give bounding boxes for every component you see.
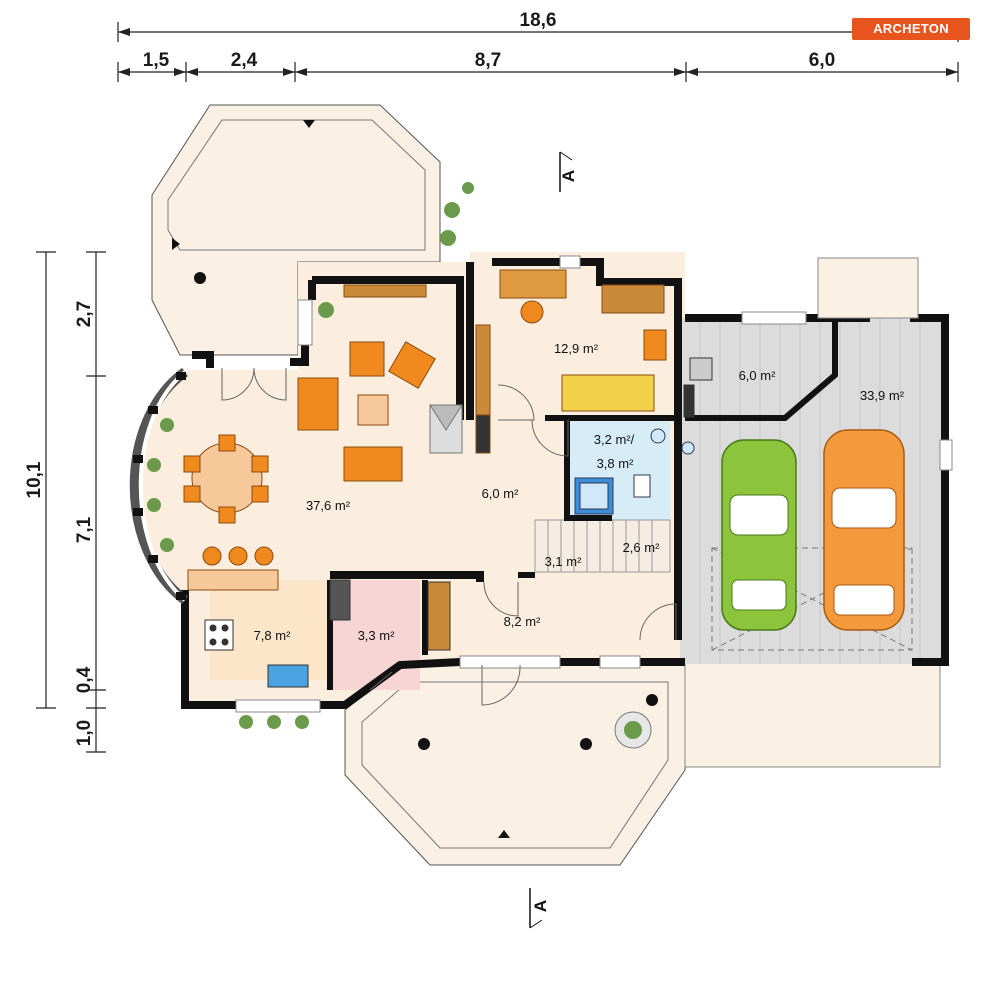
room-hall-area: 6,0 m² <box>482 486 520 501</box>
kitchen-fixtures <box>204 579 451 688</box>
archeton-logo: ARCHETON <box>852 18 970 40</box>
dim-v-2: 7,1 <box>74 516 95 543</box>
dim-total-width: 18,6 <box>520 10 557 31</box>
dimension-arrows <box>118 28 958 76</box>
dim-seg-3: 8,7 <box>475 50 501 71</box>
room-living-area: 37,6 m² <box>306 498 351 513</box>
room-office-area: 12,9 m² <box>554 341 599 356</box>
dim-seg-1: 1,5 <box>143 50 170 71</box>
room-bath-area: 3,2 m²/ <box>594 432 635 447</box>
plants <box>147 182 652 749</box>
room-wc-area: 2,6 m² <box>623 540 661 555</box>
dim-seg-2: 2,4 <box>231 50 258 71</box>
room-kitchen-area: 7,8 m² <box>254 628 292 643</box>
bay-window-piers <box>133 372 186 600</box>
car-orange <box>823 429 905 631</box>
side-entrance-step <box>817 257 919 319</box>
room-stair-area: 3,1 m² <box>545 554 583 569</box>
dining-set <box>183 434 269 524</box>
dim-seg-4: 6,0 <box>809 50 835 71</box>
dim-total-depth: 10,1 <box>24 461 45 498</box>
boiler-fixtures <box>683 357 713 418</box>
terrace-bottom <box>344 664 686 866</box>
section-marker-top: A <box>559 151 578 192</box>
bar-stools <box>187 546 279 591</box>
office-furniture <box>475 269 667 454</box>
windows <box>235 255 953 713</box>
bay-window-wall <box>129 367 189 605</box>
section-label-bottom: A <box>531 900 550 912</box>
driveway <box>684 661 941 768</box>
car-green <box>721 439 797 631</box>
room-entry-area: 8,2 m² <box>504 614 542 629</box>
bath-fixtures <box>574 428 695 515</box>
walls <box>181 258 949 709</box>
dim-v-3: 0,4 <box>74 666 95 693</box>
dimension-lines <box>36 22 959 753</box>
living-furniture <box>297 284 463 482</box>
dim-v-1: 2,7 <box>74 301 95 327</box>
section-marker-bottom: A <box>529 888 550 929</box>
section-label-top: A <box>559 170 578 182</box>
room-boiler-area: 6,0 m² <box>739 368 777 383</box>
dim-v-4: 1,0 <box>74 720 95 746</box>
room-pantry-area: 3,3 m² <box>358 628 396 643</box>
room-garage-area: 33,9 m² <box>860 388 905 403</box>
terrace-top <box>151 104 441 356</box>
room-bath-area-2: 3,8 m² <box>597 456 635 471</box>
